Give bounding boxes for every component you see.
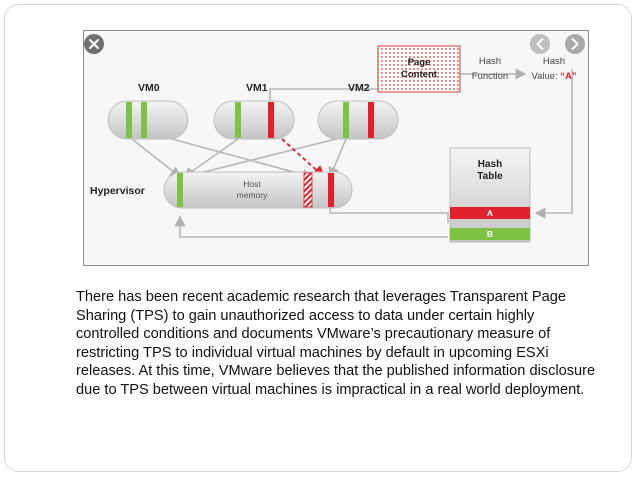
hash-entry-b: B	[487, 229, 493, 239]
vm1-label: VM1	[246, 82, 268, 94]
page-content-label-1: Page	[408, 57, 431, 68]
hash-table-label-2: Table	[477, 171, 503, 182]
hash-table-label-1: Hash	[478, 159, 502, 170]
vm0-bar	[107, 100, 189, 140]
prev-button[interactable]	[530, 34, 550, 54]
chevron-right-icon	[571, 38, 579, 50]
chevron-left-icon	[536, 38, 544, 50]
hash-function-label-1: Hash	[479, 56, 501, 67]
hash-function-label-2: Function	[472, 71, 508, 82]
page-content-label-2: Content	[401, 69, 438, 80]
host-memory-bar	[163, 171, 353, 209]
vm0-label: VM0	[138, 82, 160, 94]
hash-table	[449, 147, 531, 243]
hash-entry-a: A	[487, 208, 493, 218]
slide-body-text: There has been recent academic research …	[76, 289, 596, 398]
host-memory-label-2: memory	[237, 190, 268, 200]
hash-value-quoted: “A”	[560, 71, 577, 82]
hash-value-label-2: Value: “A”	[531, 71, 576, 82]
vm1-bar	[213, 100, 295, 140]
host-memory-label-1: Host	[243, 179, 261, 189]
close-icon	[89, 39, 99, 49]
hypervisor-label: Hypervisor	[90, 185, 145, 197]
vm2-bar	[317, 100, 399, 140]
tps-diagram: VM0 VM1 VM2 Hypervisor Host memory Page …	[83, 30, 589, 266]
page-content-box	[377, 45, 461, 93]
next-button[interactable]	[565, 34, 585, 54]
hash-value-prefix: Value:	[531, 71, 560, 82]
hash-value-label-1: Hash	[543, 56, 565, 67]
vm2-label: VM2	[348, 82, 370, 94]
close-button[interactable]	[84, 34, 104, 54]
